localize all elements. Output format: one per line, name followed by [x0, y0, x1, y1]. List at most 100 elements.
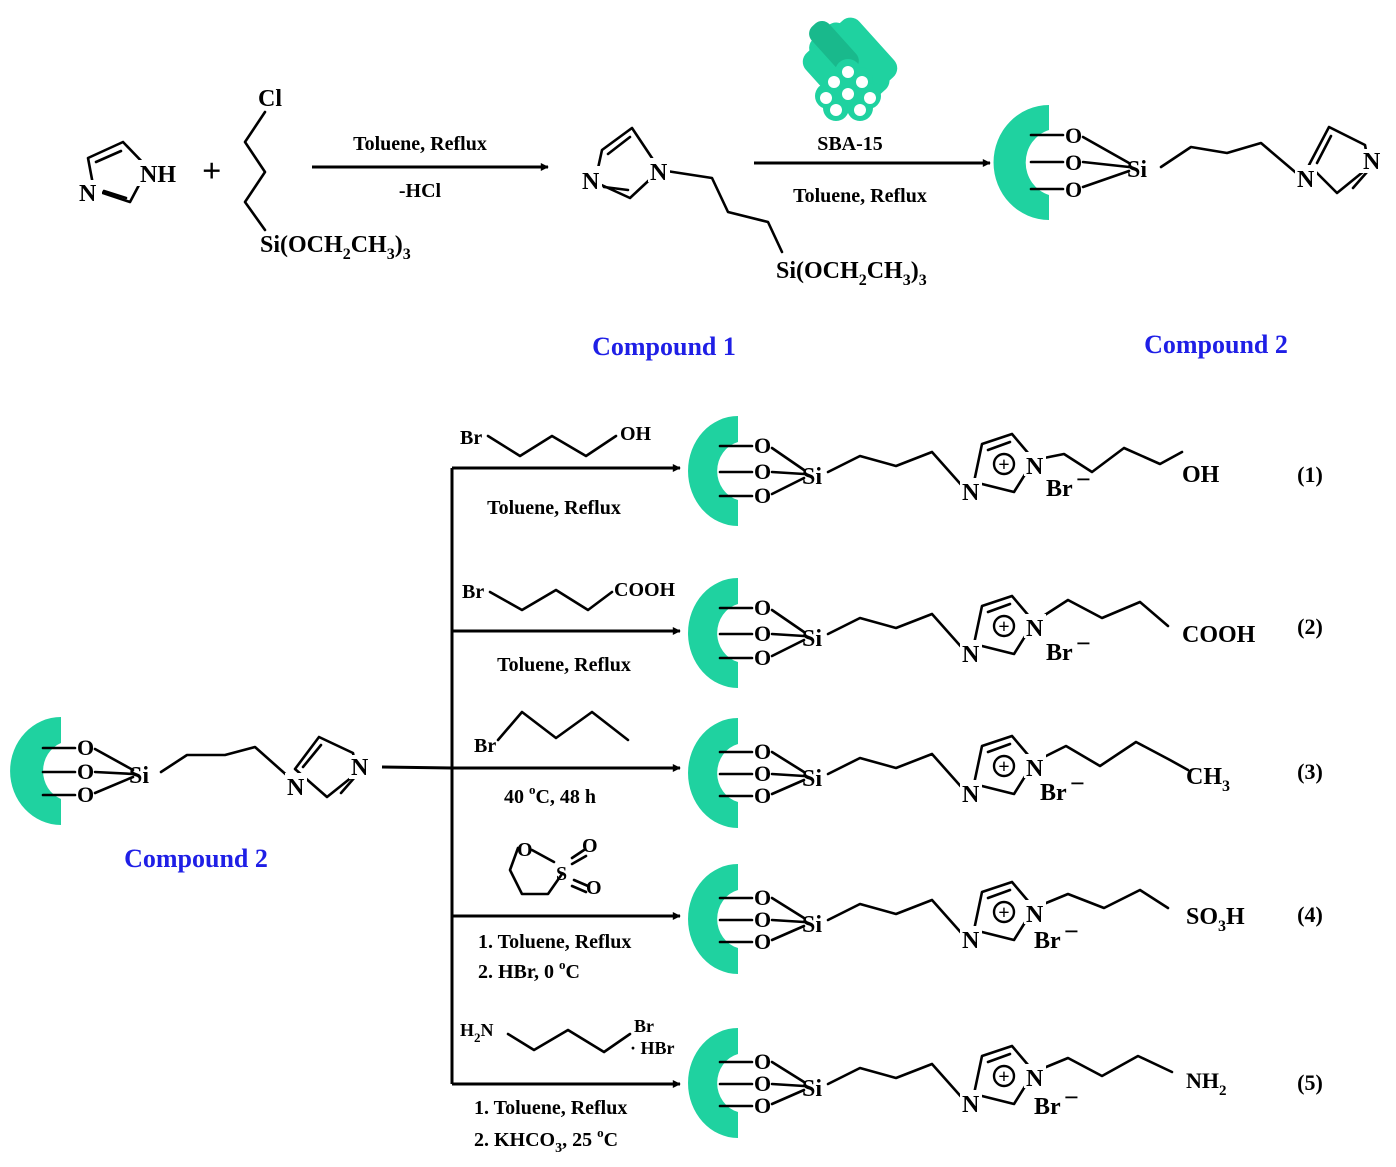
svg-text:+: + [998, 902, 1009, 924]
compound2-label-bottom: Compound 2 [124, 844, 268, 873]
compound2-start-structure: O O O Si N N [10, 717, 369, 825]
svg-text:O: O [754, 459, 771, 484]
svg-text:Si: Si [1127, 157, 1147, 183]
step1-conditions-above: Toluene, Reflux [353, 133, 487, 155]
svg-text:N: N [351, 755, 369, 781]
compound2-structure: O O O Si N N [993, 105, 1381, 220]
svg-text:Br: Br [462, 581, 484, 603]
product-2-structure: O O O Si N N + Br − COOH [688, 578, 1256, 688]
n1-label: N [650, 160, 668, 186]
nh-label: NH [140, 162, 176, 188]
silane-label: Si(OCH2CH3)3 [260, 232, 411, 263]
reagent-3-bromobutane: Br [474, 710, 630, 757]
svg-text:O: O [754, 621, 771, 646]
compound1-label: Compound 1 [592, 332, 736, 361]
row-3: Br 40 oC, 48 h O O O Si N N + Br − CH3 (… [452, 710, 1323, 828]
svg-text:N: N [962, 1092, 980, 1118]
compound1-structure: N N Si(OCH2CH3)3 [580, 126, 927, 289]
svg-text:O: O [1065, 177, 1082, 202]
svg-text:O: O [1065, 123, 1082, 148]
svg-text:· HBr: · HBr [630, 1038, 675, 1058]
row-5: H2N Br · HBr 1. Toluene, Reflux 2. KHCO3… [452, 1016, 1323, 1156]
compound1-silane-label: Si(OCH2CH3)3 [776, 258, 927, 289]
reaction-arrow-step1: Toluene, Reflux -HCl [312, 133, 549, 202]
product-number-5: (5) [1297, 1070, 1323, 1095]
svg-text:O: O [77, 735, 94, 760]
svg-text:O: O [754, 761, 771, 786]
conditions-row-1: Toluene, Reflux [487, 497, 621, 519]
conditions-row-4-line1: 1. Toluene, Reflux [478, 931, 631, 953]
svg-text:S: S [556, 863, 567, 885]
svg-text:−: − [1076, 465, 1091, 494]
svg-text:Si: Si [129, 763, 149, 789]
compound2-label-top: Compound 2 [1144, 330, 1288, 359]
svg-text:N: N [1026, 756, 1044, 782]
row-2: Br COOH Toluene, Reflux O O O Si N N + B… [452, 578, 1323, 688]
svg-text:N: N [1297, 167, 1315, 193]
step1-conditions-below: -HCl [399, 180, 442, 202]
svg-text:O: O [77, 759, 94, 784]
svg-text:OH: OH [620, 423, 652, 445]
n2-label: N [582, 169, 600, 195]
svg-text:N: N [287, 775, 305, 801]
svg-text:O: O [582, 835, 598, 857]
svg-text:−: − [1064, 917, 1079, 946]
sba15-pore-openings [815, 59, 881, 121]
svg-text:+: + [998, 616, 1009, 638]
svg-text:O: O [517, 839, 533, 861]
svg-text:N: N [962, 928, 980, 954]
svg-text:−: − [1064, 1083, 1079, 1112]
svg-text:−: − [1076, 629, 1091, 658]
svg-text:O: O [754, 1049, 771, 1074]
svg-text:O: O [754, 907, 771, 932]
imidazole-structure: NH N [78, 140, 184, 207]
sba15-support-icon [688, 1028, 738, 1138]
product-number-2: (2) [1297, 614, 1323, 639]
product-number-3: (3) [1297, 759, 1323, 784]
reaction-arrow-step2: SBA-15 Toluene, Reflux [754, 17, 991, 207]
plus-sign: + [202, 153, 221, 190]
svg-text:COOH: COOH [1182, 622, 1256, 648]
svg-text:O: O [754, 739, 771, 764]
conditions-row-5-line1: 1. Toluene, Reflux [474, 1097, 627, 1119]
product-5-structure: O O O Si N N + Br − NH2 [688, 1028, 1227, 1138]
svg-text:OH: OH [1182, 462, 1220, 488]
conditions-row-2: Toluene, Reflux [497, 654, 631, 676]
svg-text:O: O [754, 1093, 771, 1118]
svg-text:N: N [1026, 1066, 1044, 1092]
svg-text:O: O [754, 783, 771, 808]
svg-text:O: O [1065, 150, 1082, 175]
row-1: Br OH Toluene, Reflux O O O Si N N + Br … [452, 416, 1323, 526]
svg-text:Br: Br [460, 427, 482, 449]
svg-text:H2N: H2N [460, 1020, 494, 1045]
reagent-4-propane-sultone: O S O O [508, 835, 602, 899]
svg-text:Si: Si [802, 1076, 822, 1102]
conditions-row-3: 40 oC, 48 h [504, 782, 596, 808]
conditions-row-5-line2: 2. KHCO3, 25 oC [474, 1125, 618, 1156]
svg-text:+: + [998, 756, 1009, 778]
product-number-4: (4) [1297, 902, 1323, 927]
svg-text:Si: Si [802, 464, 822, 490]
svg-text:Br: Br [1040, 780, 1067, 806]
n-label: N [79, 181, 97, 207]
svg-text:N: N [962, 642, 980, 668]
svg-text:CH3: CH3 [1186, 764, 1230, 795]
svg-text:Br: Br [1034, 1094, 1061, 1120]
svg-text:+: + [998, 454, 1009, 476]
svg-text:N: N [1026, 902, 1044, 928]
svg-text:−: − [1070, 769, 1085, 798]
reagent-5-bromopropylamine-hbr: H2N Br · HBr [460, 1016, 675, 1058]
conditions-row-4-line2: 2. HBr, 0 oC [478, 957, 580, 983]
svg-text:Si: Si [802, 626, 822, 652]
svg-text:NH2: NH2 [1186, 1068, 1227, 1099]
product-3-structure: O O O Si N N + Br − CH3 [688, 718, 1230, 828]
cl-label: Cl [258, 86, 282, 112]
svg-text:N: N [1026, 454, 1044, 480]
svg-text:O: O [754, 433, 771, 458]
sba15-support-icon [688, 864, 738, 974]
svg-text:O: O [77, 782, 94, 807]
sba15-support-icon [688, 578, 738, 688]
chloropropyl-silane-structure: Cl Si(OCH2CH3)3 [243, 86, 411, 263]
sba15-support-icon [688, 718, 738, 828]
svg-text:O: O [754, 929, 771, 954]
